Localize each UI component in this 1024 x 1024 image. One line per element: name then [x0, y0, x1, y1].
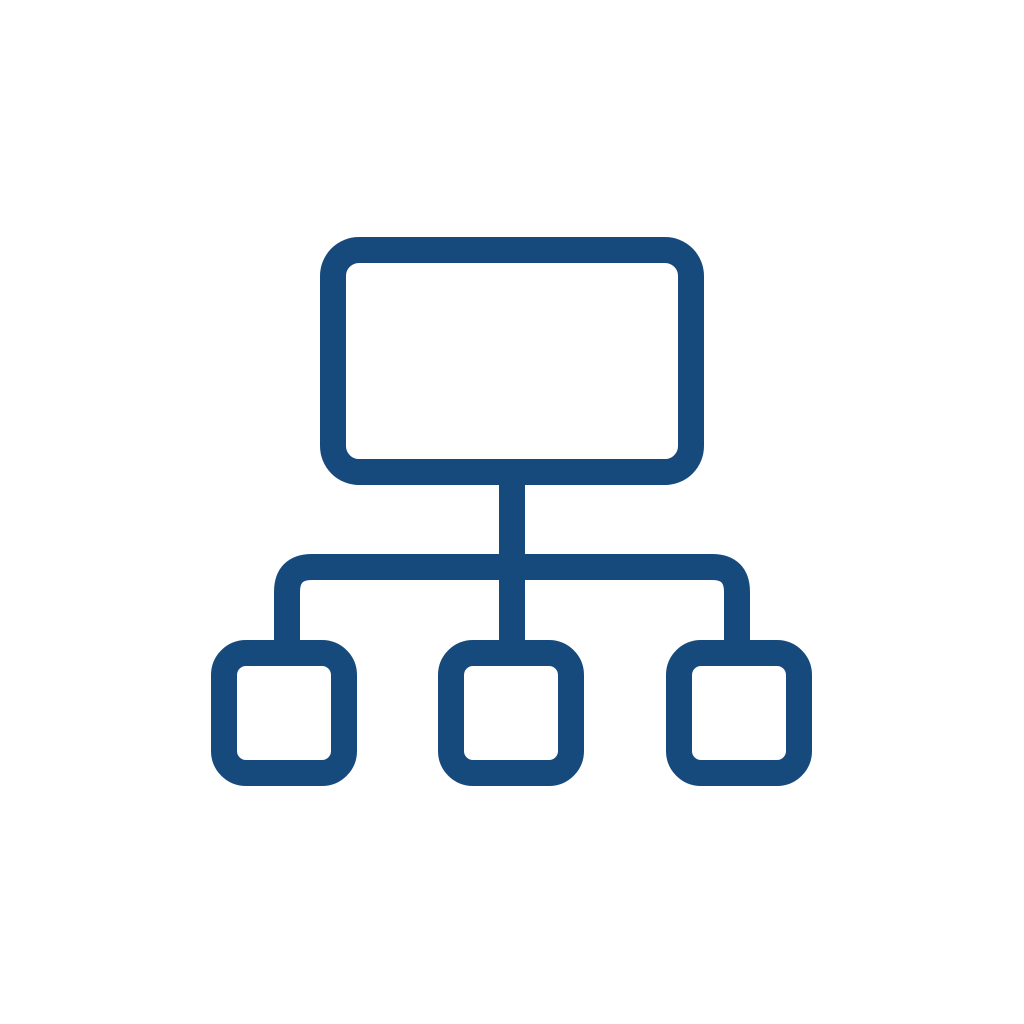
child-node-center — [438, 640, 584, 786]
child-node-left — [211, 640, 357, 786]
connector-lines — [274, 472, 750, 653]
parent-node — [320, 237, 704, 485]
child-node-right — [666, 640, 812, 786]
